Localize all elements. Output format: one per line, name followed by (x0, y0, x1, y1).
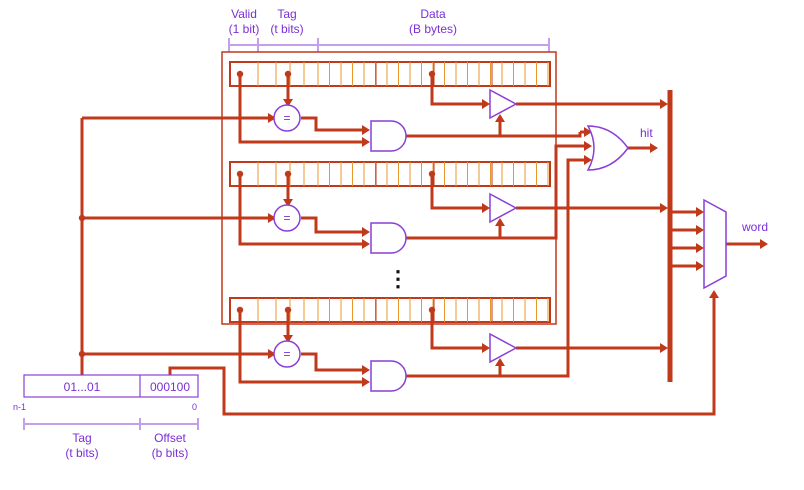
data-to-buffer-wire (430, 174, 482, 210)
data-to-buffer-wire (430, 310, 482, 350)
comparator-symbol: = (283, 111, 290, 125)
header-dimension-lines (228, 38, 550, 52)
arrowhead-right (268, 349, 276, 359)
comparator-symbol: = (283, 211, 290, 225)
and-to-or-wire (406, 158, 588, 378)
arrowhead-right (362, 377, 370, 387)
address-register: 01...01 000100 n-1 0 (13, 374, 199, 412)
cache-line-1 (229, 61, 551, 87)
arrowhead-right (584, 141, 592, 151)
cache-line-border (229, 161, 551, 187)
arrowhead-right (584, 155, 592, 165)
arrowhead-up (495, 358, 505, 366)
arrowhead-right (362, 227, 370, 237)
arrowhead-right (362, 365, 370, 375)
tag-header-label: Tag (277, 7, 296, 21)
arrowhead-right (268, 113, 276, 123)
cache-lines (229, 61, 551, 323)
tri-state-buffer-3 (489, 332, 518, 364)
arrowhead-up (495, 114, 505, 122)
address-tag-value: 01...01 (64, 380, 101, 394)
address-offset-label: Offset (154, 431, 186, 445)
address-dimension-lines (23, 418, 199, 430)
comparator-to-and-wire (301, 216, 362, 234)
tag-width-label: (t bits) (270, 22, 303, 36)
arrowhead-right (362, 125, 370, 135)
offset-select-wire (168, 292, 716, 416)
hit-and-gate-2 (370, 222, 407, 254)
address-tag-width: (t bits) (65, 446, 98, 460)
arrowhead-right (482, 99, 490, 109)
word-label: word (741, 220, 768, 234)
address-offset-value: 000100 (150, 380, 190, 394)
arrowhead-right (760, 239, 768, 249)
cache-line-2 (229, 161, 551, 187)
cache-line-3 (229, 297, 551, 323)
arrowhead-right (696, 243, 704, 253)
tag-comparator-1 (273, 104, 301, 132)
gates: = = = (273, 88, 518, 392)
arrowhead-down (283, 335, 293, 343)
arrowhead-right (482, 343, 490, 353)
tag-comparator-3 (273, 340, 301, 368)
comparator-to-and-wire (301, 352, 362, 372)
arrowhead-right (650, 143, 658, 153)
and-to-or-wire (406, 132, 582, 138)
header-labels: Valid (1 bit) Tag (t bits) Data (B bytes… (228, 7, 550, 52)
arrowhead-right (660, 203, 668, 213)
tri-state-buffer-2 (489, 192, 518, 224)
arrowhead-up (709, 290, 719, 298)
hit-or-gate (586, 125, 629, 171)
hit-and-gate-1 (370, 120, 407, 152)
data-width-label: (B bytes) (409, 22, 457, 36)
comparator-to-and-wire (301, 116, 362, 132)
valid-to-and-wire (238, 310, 362, 384)
hit-and-gate-3 (370, 360, 407, 392)
ellipsis: ⋮ (387, 266, 409, 291)
wires (78, 70, 768, 416)
address-lsb-index: 0 (192, 402, 197, 412)
arrowhead-right (362, 239, 370, 249)
valid-to-and-wire (238, 74, 362, 144)
arrowhead-down (283, 99, 293, 107)
data-header-label: Data (420, 7, 446, 21)
arrowhead-right (696, 261, 704, 271)
arrowhead-up (495, 218, 505, 226)
arrowhead-right (584, 127, 592, 137)
word-mux (703, 198, 727, 290)
arrowhead-right (362, 137, 370, 147)
address-offset-width: (b bits) (152, 446, 189, 460)
comparator-symbol: = (283, 347, 290, 361)
and-to-or-wire (406, 144, 588, 240)
data-to-buffer-wire (430, 74, 482, 106)
arrowhead-right (696, 225, 704, 235)
address-msb-index: n-1 (13, 402, 26, 412)
arrowhead-right (696, 207, 704, 217)
tri-state-buffer-1 (489, 88, 518, 120)
valid-to-and-wire (238, 174, 362, 246)
address-tag-label: Tag (72, 431, 91, 445)
cache-line-border (229, 297, 551, 323)
valid-width-label: (1 bit) (229, 22, 260, 36)
arrowhead-right (482, 203, 490, 213)
arrowhead-right (268, 213, 276, 223)
tag-comparator-2 (273, 204, 301, 232)
cache-line-border (229, 61, 551, 87)
arrowhead-down (283, 199, 293, 207)
valid-label: Valid (231, 7, 257, 21)
hit-label: hit (640, 126, 653, 140)
arrowhead-right (660, 343, 668, 353)
arrowhead-right (660, 99, 668, 109)
